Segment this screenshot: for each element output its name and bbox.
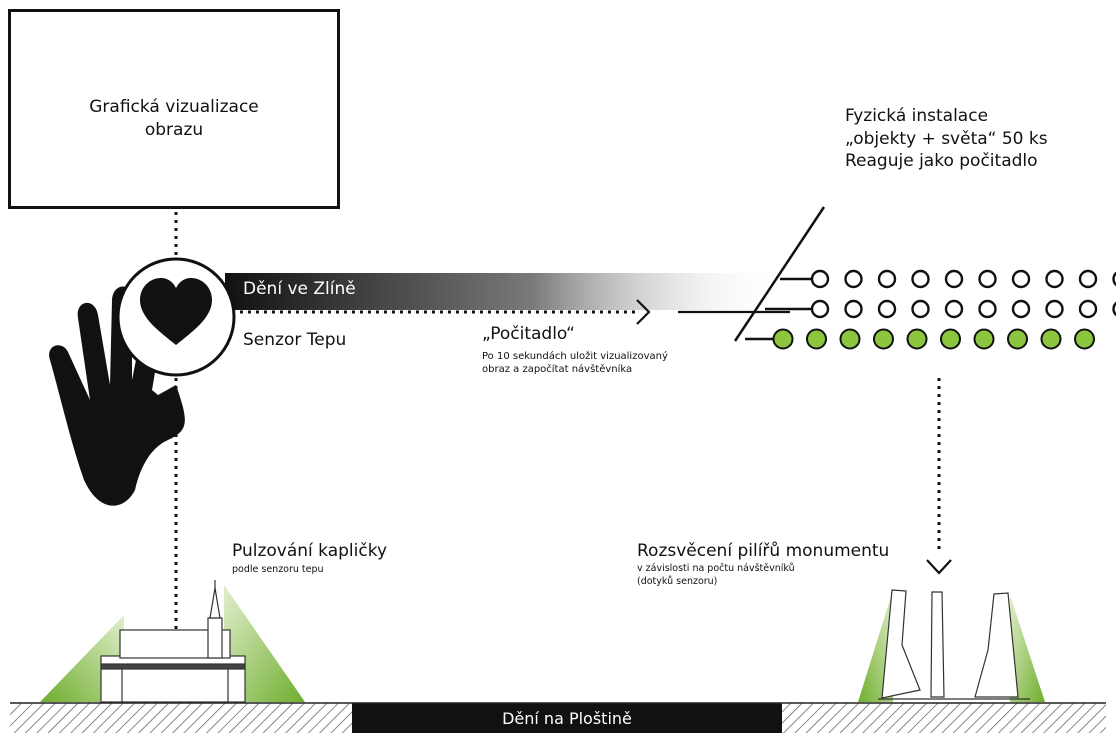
installation-dot <box>940 328 961 350</box>
installation-dot <box>1078 269 1098 289</box>
monument-title: Rozsvěcení pilířů monumentu <box>637 541 890 561</box>
installation-dot <box>810 299 830 319</box>
installation-dot <box>1007 328 1028 350</box>
installation-label: Fyzická instalace „objekty + světa“ 50 k… <box>845 105 1048 173</box>
installation-dot <box>944 269 964 289</box>
visualization-box-text: Grafická vizualizace obrazu <box>11 96 337 142</box>
installation-line-2: „objekty + světa“ 50 ks <box>845 128 1048 149</box>
installation-dot <box>772 328 794 350</box>
installation-dot <box>973 328 995 350</box>
installation-dot <box>911 269 930 289</box>
heart-icon <box>140 278 212 345</box>
chapel-title: Pulzování kapličky <box>232 541 388 561</box>
sensor-label: Senzor Tepu <box>243 330 347 350</box>
counter-title: „Počitadlo“ <box>482 324 575 344</box>
installation-dot <box>1040 328 1062 350</box>
installation-line-3: Reaguje jako počitadlo <box>845 151 1038 172</box>
installation-dot <box>810 269 830 289</box>
installation-dot <box>911 299 930 319</box>
installation-dot <box>806 328 827 350</box>
chapel-building <box>100 580 246 703</box>
installation-dots <box>772 269 1116 350</box>
monument-beam-right <box>1010 595 1045 702</box>
installation-dot <box>978 299 997 319</box>
city-events-label: Dění ve Zlíně <box>243 279 356 299</box>
chapel-subtitle: podle senzoru tepu <box>232 564 324 575</box>
installation-dot <box>1045 299 1064 319</box>
installation-dot <box>1112 271 1116 287</box>
visualization-box: Grafická vizualizace obrazu <box>8 9 340 209</box>
counter-note: Po 10 sekundách uložit vizualizovaný obr… <box>482 351 668 375</box>
installation-dot <box>844 299 863 319</box>
city-events-band <box>225 273 785 310</box>
installation-dot <box>1011 299 1031 319</box>
installation-dot <box>873 328 894 350</box>
ground-label: Dění na Ploštině <box>502 709 632 728</box>
installation-dot <box>839 328 861 350</box>
counter-arrow-head <box>636 299 651 325</box>
installation-dot <box>1011 269 1031 289</box>
installation-dot <box>1112 301 1116 317</box>
monument-arrow-head <box>926 559 952 575</box>
installation-dot <box>877 269 897 289</box>
installation-dot <box>1074 328 1095 350</box>
installation-trunk <box>733 206 826 342</box>
installation-dot <box>906 328 928 350</box>
visualization-line-1: Grafická vizualizace <box>89 97 259 117</box>
installation-dot <box>877 299 897 319</box>
installation-dot <box>844 269 863 289</box>
installation-dot <box>944 299 964 319</box>
ground-band <box>352 703 782 733</box>
installation-dot <box>1045 269 1064 289</box>
visualization-line-2: obrazu <box>144 119 204 140</box>
monument-subtitle: v závislosti na počtu návštěvníků (dotyk… <box>637 563 795 587</box>
installation-dot <box>978 269 997 289</box>
monument-pillars <box>878 589 1030 700</box>
installation-line-1: Fyzická instalace <box>845 106 989 126</box>
installation-dot <box>1078 299 1098 319</box>
